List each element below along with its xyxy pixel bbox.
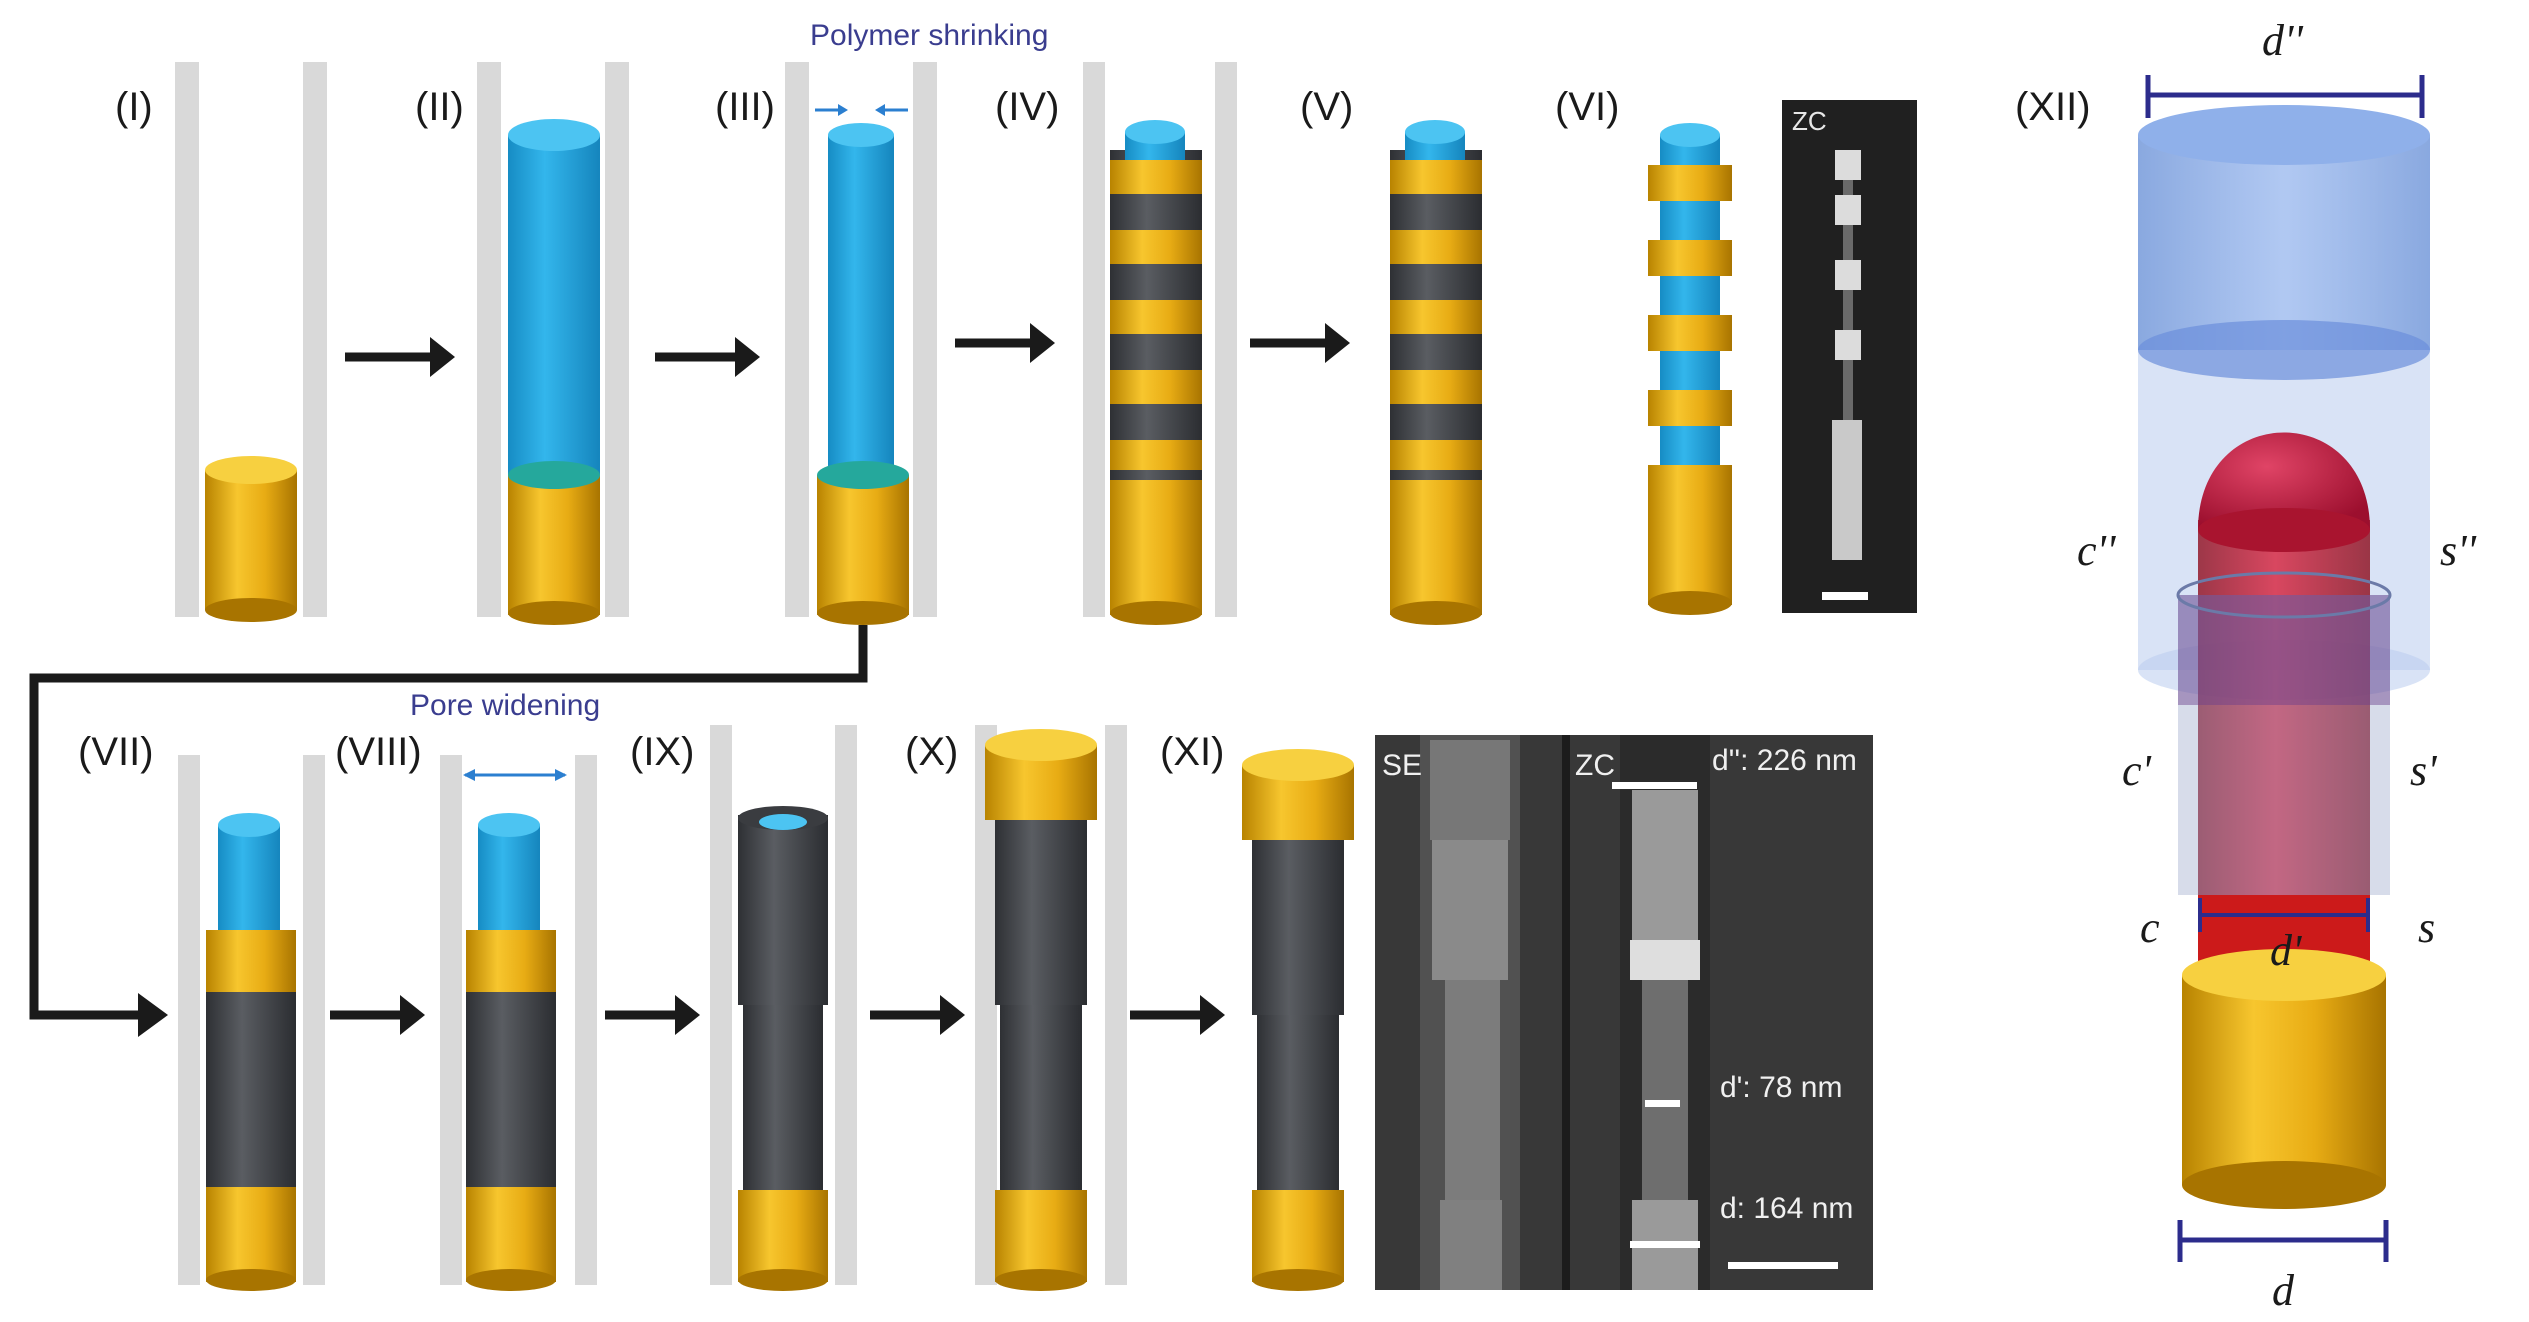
xi-se-tag: SE xyxy=(1382,749,1422,782)
xii-d-bottom: d xyxy=(2272,1266,2295,1315)
step-label-xi: (XI) xyxy=(1160,730,1224,774)
vi-micrograph-tag: ZC xyxy=(1792,106,1827,136)
step-ix-pore xyxy=(710,725,857,1291)
arrowhead-iii-iv xyxy=(1030,323,1055,363)
dim-d-prime-value: d': 78 nm xyxy=(1720,1071,1842,1104)
vi-micrograph: ZC xyxy=(1782,100,1917,613)
step-label-iii: (III) xyxy=(715,85,775,129)
step-xi-rod xyxy=(1242,749,1354,1291)
step-vi-rod xyxy=(1648,123,1732,615)
xii-s2: s'' xyxy=(2440,526,2478,575)
step-label-x: (X) xyxy=(905,730,958,774)
step-label-i: (I) xyxy=(115,85,153,129)
xii-c2: c'' xyxy=(2077,526,2117,575)
arrowhead-viii-ix xyxy=(675,995,700,1035)
step-label-ii: (II) xyxy=(415,85,464,129)
step-label-ix: (IX) xyxy=(630,730,694,774)
step-label-xii: (XII) xyxy=(2015,85,2091,129)
step-v-rod xyxy=(1390,120,1482,625)
arrowhead-ii-iii xyxy=(735,337,760,377)
xii-schematic: d'' d' d c'' s'' c' s' xyxy=(2077,16,2478,1315)
xii-c1: c' xyxy=(2122,746,2153,795)
step-i-pore xyxy=(175,62,327,622)
step-label-v: (V) xyxy=(1300,85,1353,129)
dim-d-value: d: 164 nm xyxy=(1720,1192,1853,1225)
xi-micrograph: SE ZC d'': 226 nm d': 78 nm d: 164 nm xyxy=(1375,735,1873,1290)
step-label-vii: (VII) xyxy=(78,730,154,774)
arrowhead-x-xi xyxy=(1200,995,1225,1035)
step-x-pore xyxy=(975,725,1127,1291)
xii-s0: s xyxy=(2418,903,2435,952)
step-vii-pore xyxy=(178,755,325,1291)
xii-d-mid: d' xyxy=(2270,926,2303,975)
xii-c0: c xyxy=(2140,903,2160,952)
step-ii-pore xyxy=(477,62,629,625)
dim-d-double-prime-value: d'': 226 nm xyxy=(1712,744,1857,777)
step-label-vi: (VI) xyxy=(1555,85,1619,129)
step-iv-pore xyxy=(1083,62,1237,625)
arrowhead-vii-viii xyxy=(400,995,425,1035)
step-iii-pore xyxy=(785,62,937,625)
xi-zc-tag: ZC xyxy=(1575,749,1615,782)
step-viii-pore xyxy=(440,755,597,1291)
arrowhead-ix-x xyxy=(940,995,965,1035)
connector-arrowhead xyxy=(138,993,168,1037)
arrowhead-i-ii xyxy=(430,337,455,377)
xii-s1: s' xyxy=(2410,746,2438,795)
connector-iii-vii xyxy=(29,625,868,1020)
step-label-viii: (VIII) xyxy=(335,730,422,774)
pore-widening-note: Pore widening xyxy=(410,689,600,722)
step-label-iv: (IV) xyxy=(995,85,1059,129)
polymer-shrinking-note: Polymer shrinking xyxy=(810,19,1048,52)
xii-d-top: d'' xyxy=(2262,16,2304,65)
arrowhead-iv-v xyxy=(1325,323,1350,363)
